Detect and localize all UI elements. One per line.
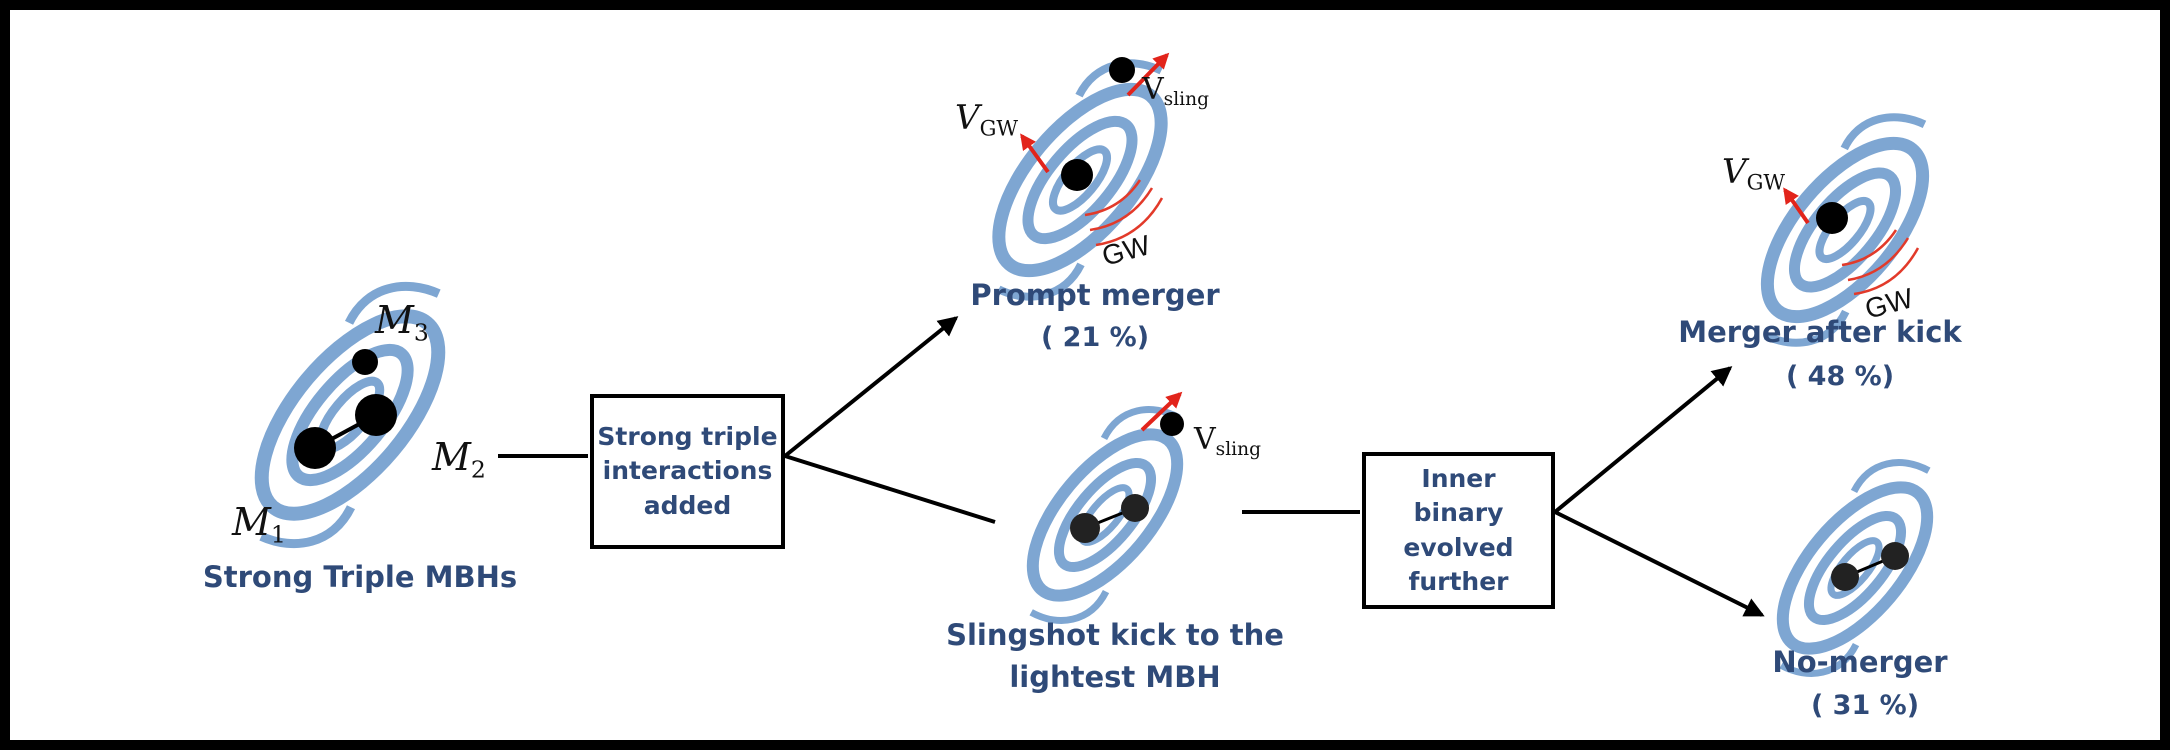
box-strong-triple-interactions: Strong triple interactions added [590,394,785,549]
black-hole-no-merger-a [1831,563,1859,591]
ejected-black-hole-prompt [1109,57,1135,83]
percent-prompt-merger: ( 21 %) [1040,322,1150,353]
gw-waves-prompt [1084,179,1164,247]
black-hole-m3 [352,349,378,375]
label-m2: M2 [432,435,486,484]
percent-no-merger: ( 31 %) [1810,690,1920,721]
box-inner-binary-evolved-text: Inner binary evolved further [1403,463,1514,597]
vsling-arrow-prompt [1126,52,1170,97]
ejected-black-hole-slingshot [1160,412,1184,436]
connector-to-slingshot [784,454,996,524]
vgw-arrow-merger-after-kick [1783,187,1810,225]
label-vsling-slingshot: Vsling [1194,422,1261,460]
merged-black-hole-prompt [1061,159,1093,191]
arrow-to-merger-after-kick [1553,366,1733,514]
merged-black-hole-after-kick [1816,202,1848,234]
label-vgw-prompt: VGW [955,98,1019,141]
black-hole-m2 [355,394,397,436]
gw-waves-merger-after-kick [1841,229,1920,296]
vgw-arrow-prompt [1020,133,1050,174]
label-vsling-prompt: Vsling [1142,72,1209,110]
label-vgw-merger-after-kick: VGW [1722,152,1786,195]
arrow-to-no-merger [1554,510,1765,617]
black-hole-slingshot-b [1121,494,1149,522]
galaxy-slingshot [1026,406,1184,624]
arrow-to-prompt-merger [783,316,959,458]
title-slingshot-line2: lightest MBH [1009,660,1221,694]
box-inner-binary-evolved: Inner binary evolved further [1362,452,1555,609]
black-hole-no-merger-b [1881,542,1909,570]
diagram-canvas: M3 M2 M1 VGW Vsling GW Vsling VGW GW Str… [10,10,2160,740]
vsling-arrow-slingshot [1140,391,1183,432]
title-strong-triple: Strong Triple MBHs [202,560,518,594]
black-hole-slingshot-a [1070,513,1100,543]
galaxy-no-merger [1776,459,1934,677]
box-strong-triple-interactions-text: Strong triple interactions added [597,421,778,520]
percent-merger-after-kick: ( 48 %) [1785,361,1895,392]
title-slingshot-line1: Slingshot kick to the [946,618,1284,652]
label-m3: M3 [375,298,429,347]
title-prompt-merger: Prompt merger [970,278,1220,312]
black-hole-m1 [294,427,336,469]
label-m1: M1 [232,500,286,549]
diagram-svg [254,52,1934,677]
title-no-merger: No-merger [1772,645,1948,679]
title-merger-after-kick: Merger after kick [1678,315,1962,349]
